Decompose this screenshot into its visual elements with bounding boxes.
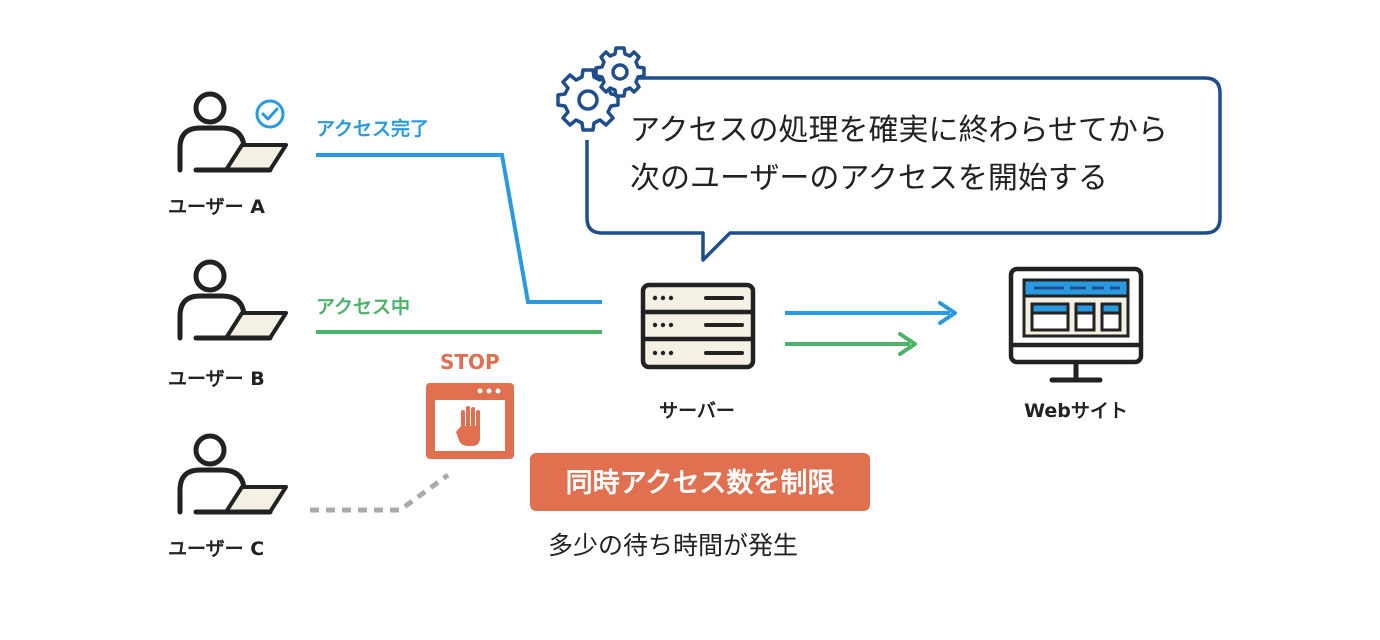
gears-icon bbox=[556, 46, 646, 132]
speech-bubble bbox=[585, 76, 1222, 262]
check-circle-icon bbox=[255, 99, 285, 129]
user-c-label: ユーザー C bbox=[168, 538, 264, 560]
person-laptop-icon bbox=[177, 91, 288, 173]
blue-arrow bbox=[785, 301, 957, 325]
person-laptop-icon bbox=[177, 433, 288, 515]
server-label: サーバー bbox=[659, 400, 735, 422]
person-laptop-icon bbox=[177, 259, 288, 341]
bubble-line-1: アクセスの処理を確実に終わらせてから bbox=[630, 113, 1168, 148]
access-complete-line bbox=[316, 153, 602, 304]
waiting-line bbox=[310, 472, 450, 513]
monitor-website-icon bbox=[1008, 266, 1144, 383]
server-icon bbox=[640, 282, 756, 370]
green-arrow bbox=[785, 332, 917, 356]
access-active-label: アクセス中 bbox=[316, 295, 410, 318]
bubble-line-2: 次のユーザーのアクセスを開始する bbox=[630, 161, 1108, 196]
user-a-label: ユーザー A bbox=[168, 196, 265, 218]
website-label: Webサイト bbox=[1024, 400, 1128, 422]
limit-text: 同時アクセス数を制限 bbox=[566, 468, 835, 499]
stop-hand-icon bbox=[426, 383, 514, 459]
user-c: ユーザー C bbox=[168, 433, 288, 560]
user-b: ユーザー B bbox=[168, 259, 288, 390]
user-a: ユーザー A bbox=[168, 91, 288, 218]
stop-label: STOP bbox=[440, 350, 500, 374]
limit-banner bbox=[530, 453, 870, 511]
user-b-label: ユーザー B bbox=[168, 368, 265, 390]
wait-text: 多少の待ち時間が発生 bbox=[548, 531, 798, 560]
access-complete-label: アクセス完了 bbox=[316, 117, 429, 140]
